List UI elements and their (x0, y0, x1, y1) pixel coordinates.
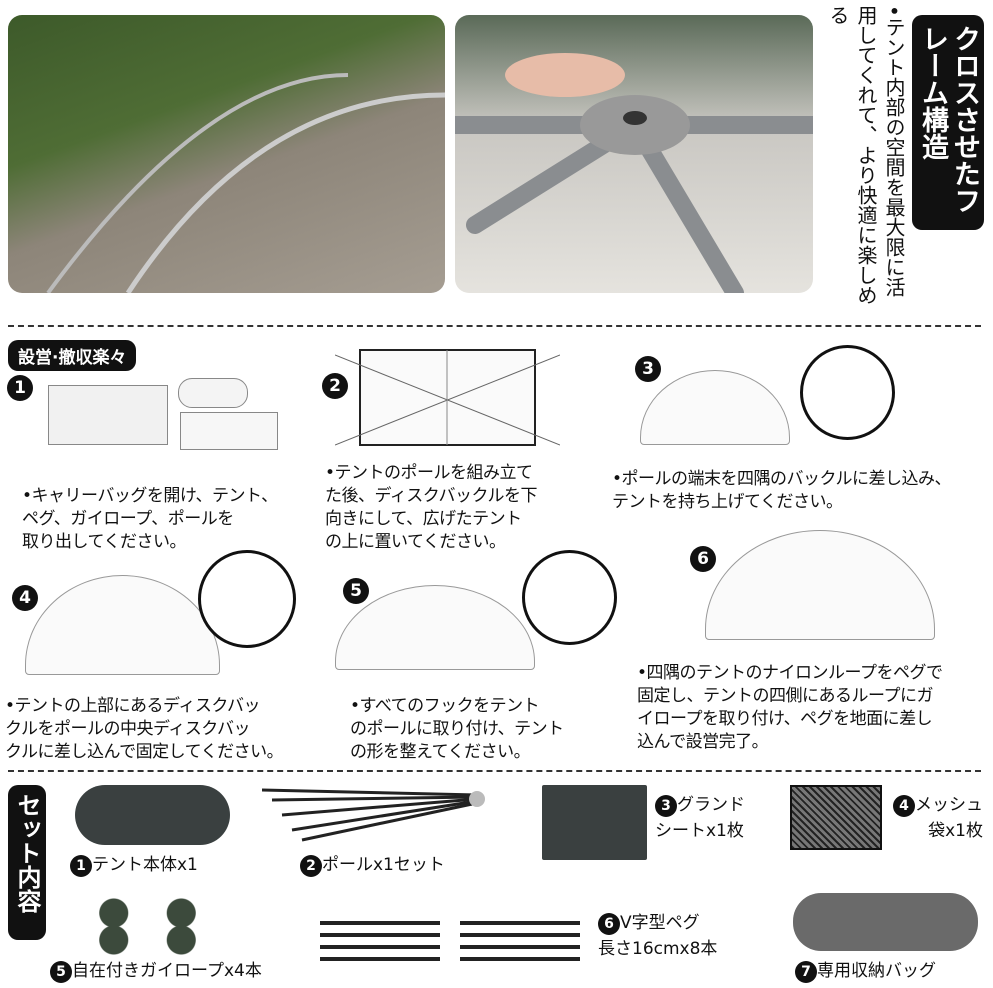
item-number: 7 (795, 961, 817, 983)
item-number: 4 (893, 795, 915, 817)
setup-label: 設営·撤収楽々 (8, 340, 137, 371)
item-text: 専用収納バッグ (817, 961, 936, 981)
tent-raised-illustration (640, 370, 790, 445)
disc-buckle-detail-circle (198, 550, 296, 648)
step-text: •すべてのフックをテント のポールに取り付け、テント の形を整えてください。 (350, 696, 564, 762)
feature-title: クロスさせたフレーム構造 (912, 15, 984, 230)
step-text: •テントのポールを組み立て た後、ディスクバックルを下 向きにして、広げたテント… (325, 463, 537, 552)
carry-bag-illustration (48, 385, 168, 445)
guy-ropes-image (80, 895, 215, 955)
item-text: グランド シートx1枚 (655, 795, 745, 841)
step-number: 1 (7, 375, 33, 401)
disc-buckle-photo (455, 15, 813, 293)
tent-folded-illustration (180, 412, 278, 450)
tent-pole-illustration (46, 73, 445, 293)
divider (8, 325, 981, 327)
item-number: 6 (598, 913, 620, 935)
poles-image (262, 788, 485, 842)
step-number: 2 (322, 373, 348, 399)
tent-body-image (75, 785, 230, 845)
item-number: 5 (50, 961, 72, 983)
buckle-detail-circle (800, 345, 895, 440)
tent-flat-illustration (335, 349, 560, 446)
tent-complete-illustration (705, 530, 935, 640)
step-text: •ポールの端末を四隅のバックルに差し込み、 テントを持ち上げてください。 (612, 469, 952, 512)
pegs-image (320, 921, 580, 961)
hook-detail-circle (522, 550, 617, 645)
item-text: テント本体x1 (92, 855, 198, 875)
divider (8, 770, 981, 772)
step-text: •キャリーバッグを開け、テント、 ペグ、ガイロープ、ポールを 取り出してください… (22, 486, 278, 552)
item-number: 3 (655, 795, 677, 817)
hub-illustration (455, 53, 813, 293)
contents-label: セット内容 (8, 785, 46, 940)
tent-frame-photo (8, 15, 445, 293)
step-number: 5 (343, 578, 369, 604)
storage-bag-image (793, 893, 978, 951)
mesh-bag-image (790, 785, 882, 850)
item-number: 1 (70, 855, 92, 877)
item-number: 2 (300, 855, 322, 877)
tent-dome-illustration (25, 575, 220, 675)
tent-roll-illustration (178, 378, 248, 408)
step-number: 6 (690, 546, 716, 572)
feature-description: •テント内部の空間を最大限に活用してくれて、より快適に楽しめる (826, 5, 906, 305)
item-text: ポールx1セット (322, 855, 445, 875)
step-number: 4 (12, 585, 38, 611)
step-text: •テントの上部にあるディスクバッ クルをポールの中央ディスクバッ クルに差し込ん… (5, 696, 284, 762)
ground-sheet-image (542, 785, 647, 860)
item-text: 自在付きガイロープx4本 (72, 961, 262, 981)
item-text: メッシュ 袋x1枚 (915, 795, 983, 841)
step-text: •四隅のテントのナイロンループをペグで 固定し、テントの四側にあるループにガ イ… (637, 663, 943, 752)
item-text: V字型ペグ 長さ16cmx8本 (598, 913, 718, 959)
step-number: 3 (635, 356, 661, 382)
